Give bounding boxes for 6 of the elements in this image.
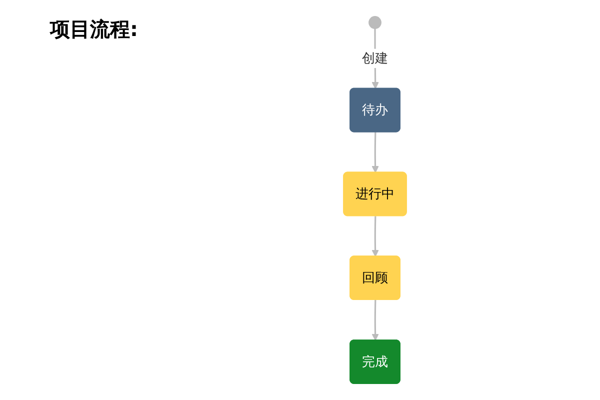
edge-label: 创建 (362, 50, 388, 66)
node-circle (368, 16, 382, 29)
arrow (372, 132, 379, 173)
arrow (372, 216, 379, 257)
diagram-title: 项目流程: (50, 16, 138, 43)
arrow (372, 300, 379, 341)
